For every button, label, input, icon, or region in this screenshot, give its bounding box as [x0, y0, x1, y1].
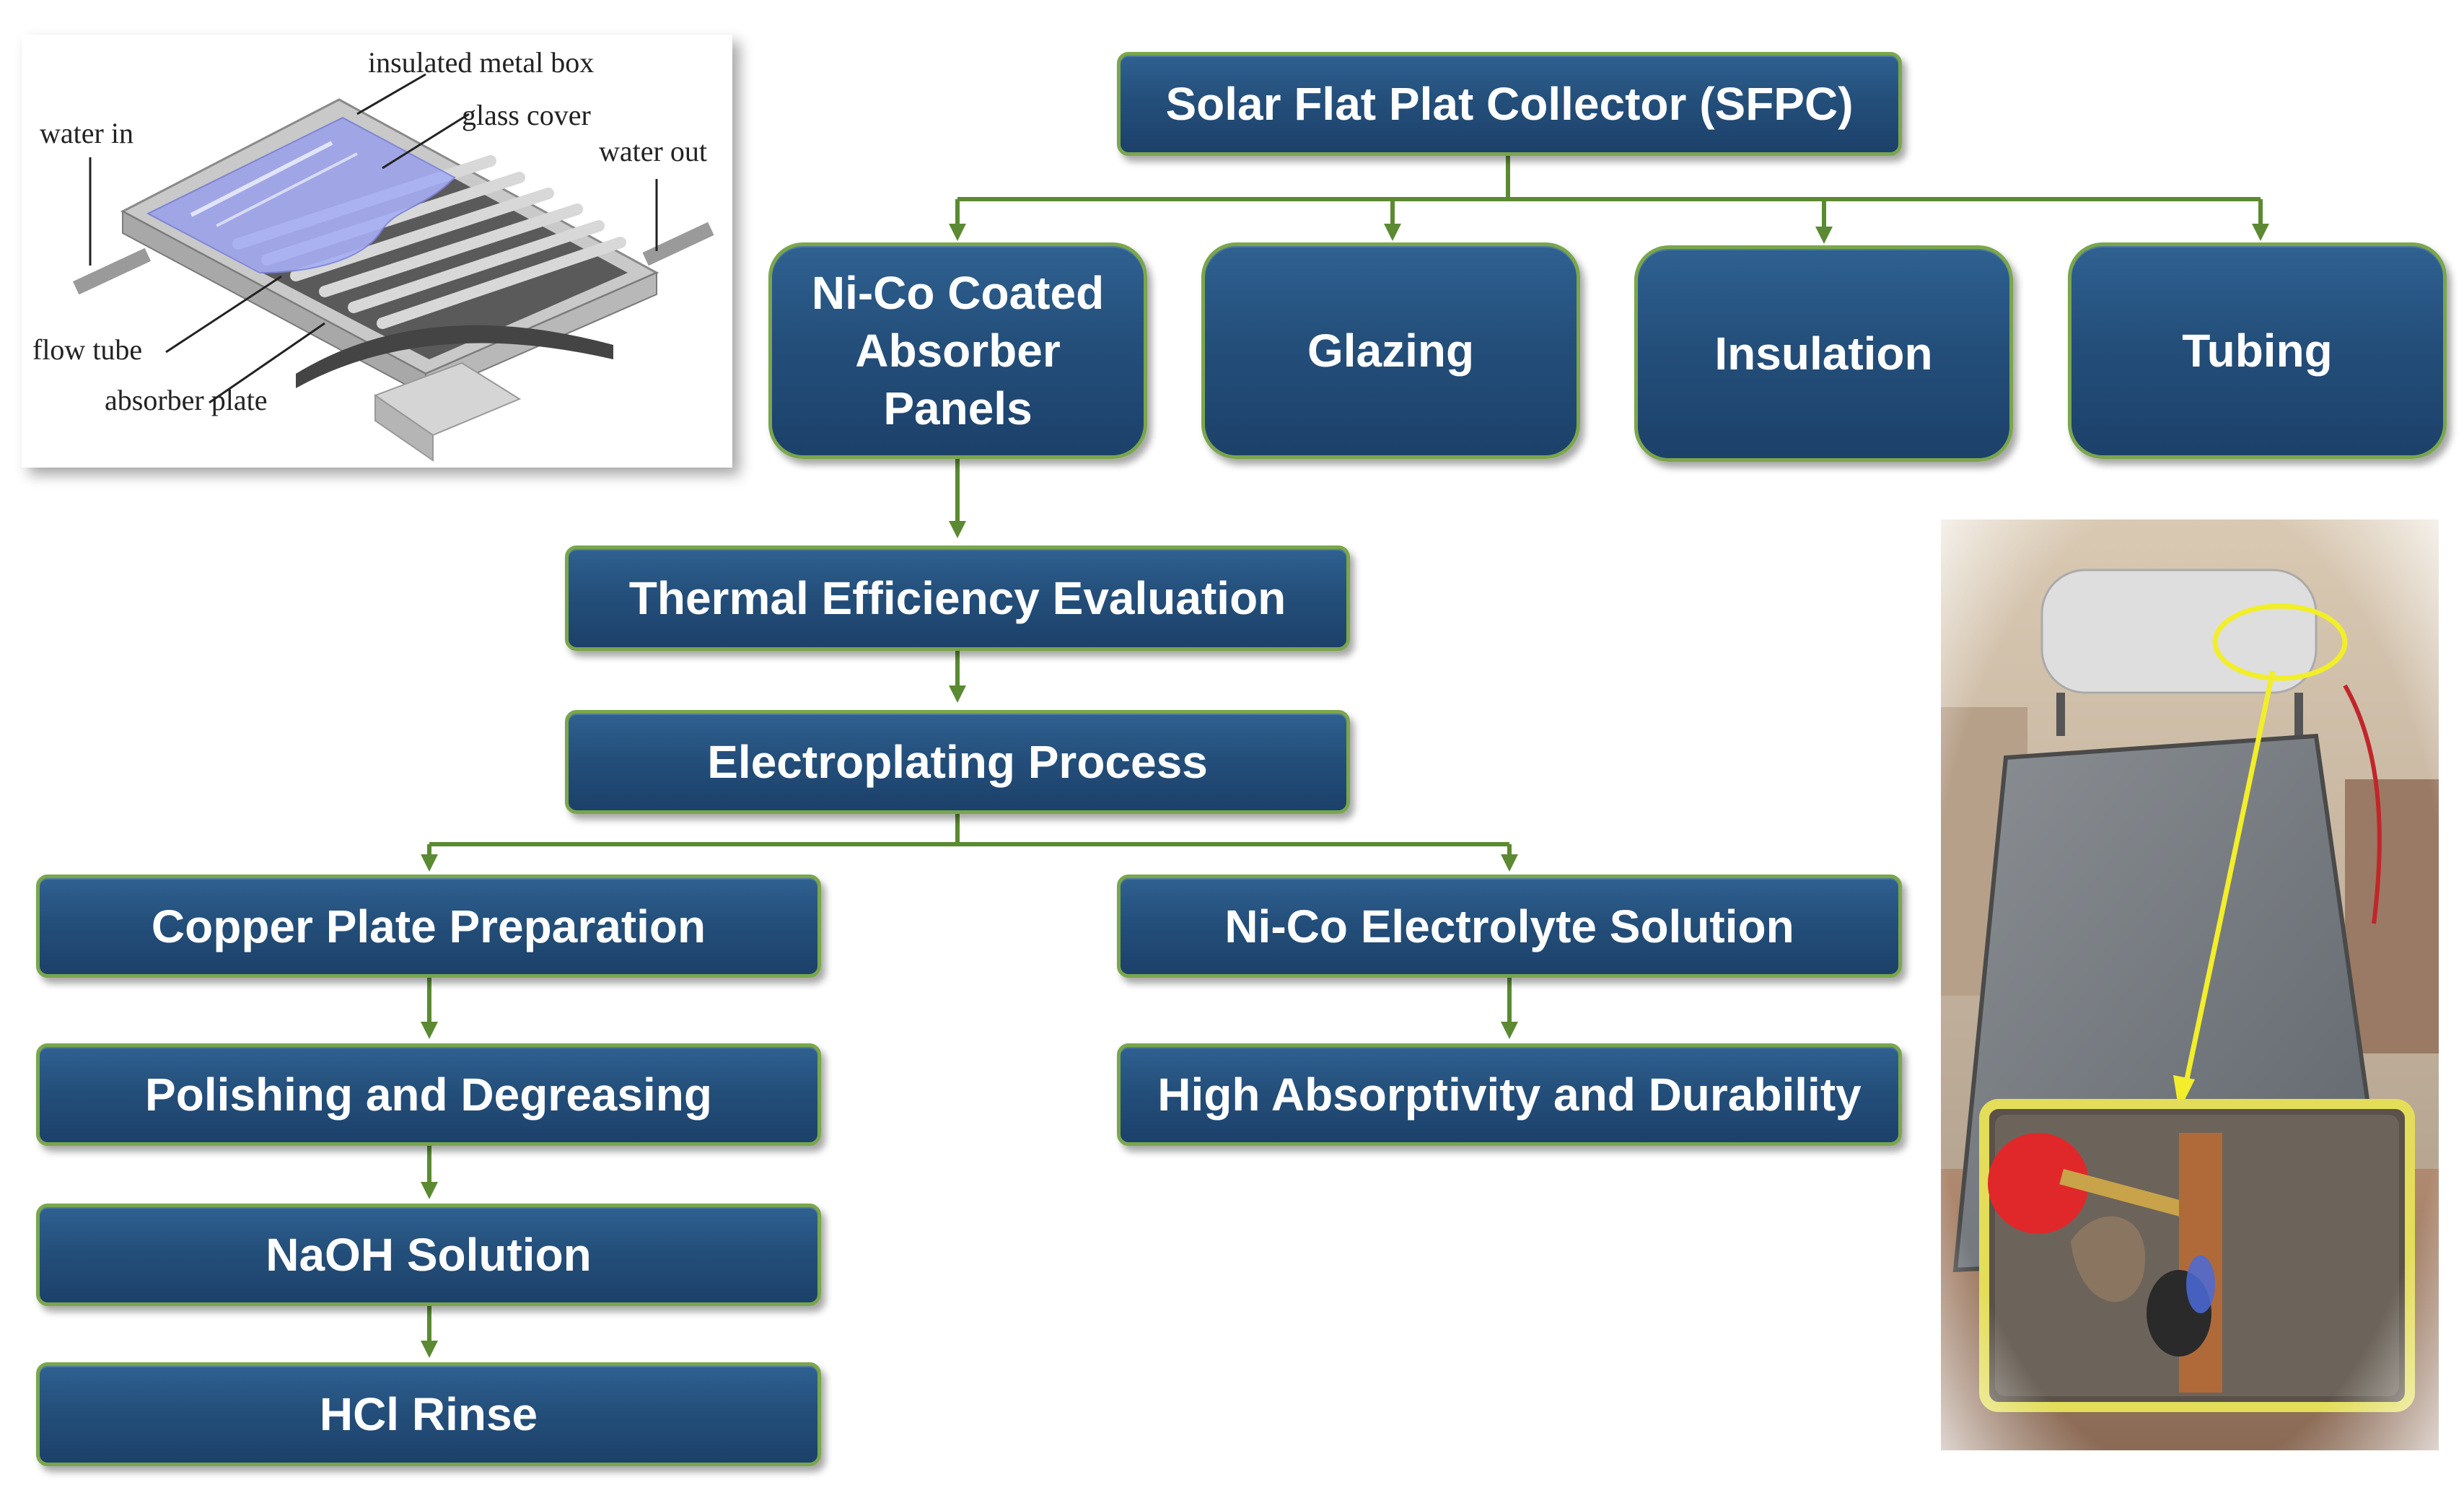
electrolyte-node: Ni-Co Electrolyte Solution [1117, 875, 1902, 978]
step-label: Copper Plate Preparation [151, 900, 706, 952]
collector-photo [1941, 520, 2439, 1450]
thermal-efficiency-node: Thermal Efficiency Evaluation [565, 545, 1350, 651]
label-insulated-metal-box: insulated metal box [368, 46, 594, 79]
component-absorber-panels: Ni-Co Coated Absorber Panels [768, 242, 1147, 459]
label-flow-tube: flow tube [32, 333, 142, 366]
label-water-in: water in [40, 117, 133, 149]
hcl-rinse-node: HCl Rinse [36, 1362, 821, 1466]
component-label: Ni-Co Coated Absorber Panels [811, 267, 1105, 434]
naoh-node: NaOH Solution [36, 1204, 821, 1306]
label-glass-cover: glass cover [462, 99, 591, 131]
step-label: Polishing and Degreasing [145, 1069, 712, 1121]
step-label: NaOH Solution [266, 1229, 592, 1281]
component-tubing: Tubing [2068, 242, 2447, 459]
root-label: Solar Flat Plat Collector (SFPC) [1165, 78, 1854, 130]
step-label: High Absorptivity and Durability [1157, 1069, 1862, 1121]
label-water-out: water out [599, 135, 707, 167]
label-absorber-plate: absorber plate [105, 384, 267, 416]
component-insulation: Insulation [1634, 245, 2013, 462]
electroplating-node: Electroplating Process [565, 710, 1350, 814]
step-label: HCl Rinse [319, 1388, 538, 1440]
component-label: Insulation [1714, 328, 1933, 380]
copper-plate-node: Copper Plate Preparation [36, 875, 821, 978]
collector-schematic: insulated metal box glass cover water in… [22, 35, 732, 468]
component-label: Tubing [2182, 325, 2333, 377]
component-glazing: Glazing [1201, 242, 1580, 459]
root-node: Solar Flat Plat Collector (SFPC) [1117, 52, 1902, 156]
component-label: Glazing [1307, 325, 1475, 377]
polishing-node: Polishing and Degreasing [36, 1043, 821, 1146]
step-label: Ni-Co Electrolyte Solution [1224, 900, 1794, 952]
thermal-label: Thermal Efficiency Evaluation [628, 572, 1286, 624]
absorptivity-node: High Absorptivity and Durability [1117, 1043, 1902, 1146]
electroplating-label: Electroplating Process [707, 736, 1208, 788]
